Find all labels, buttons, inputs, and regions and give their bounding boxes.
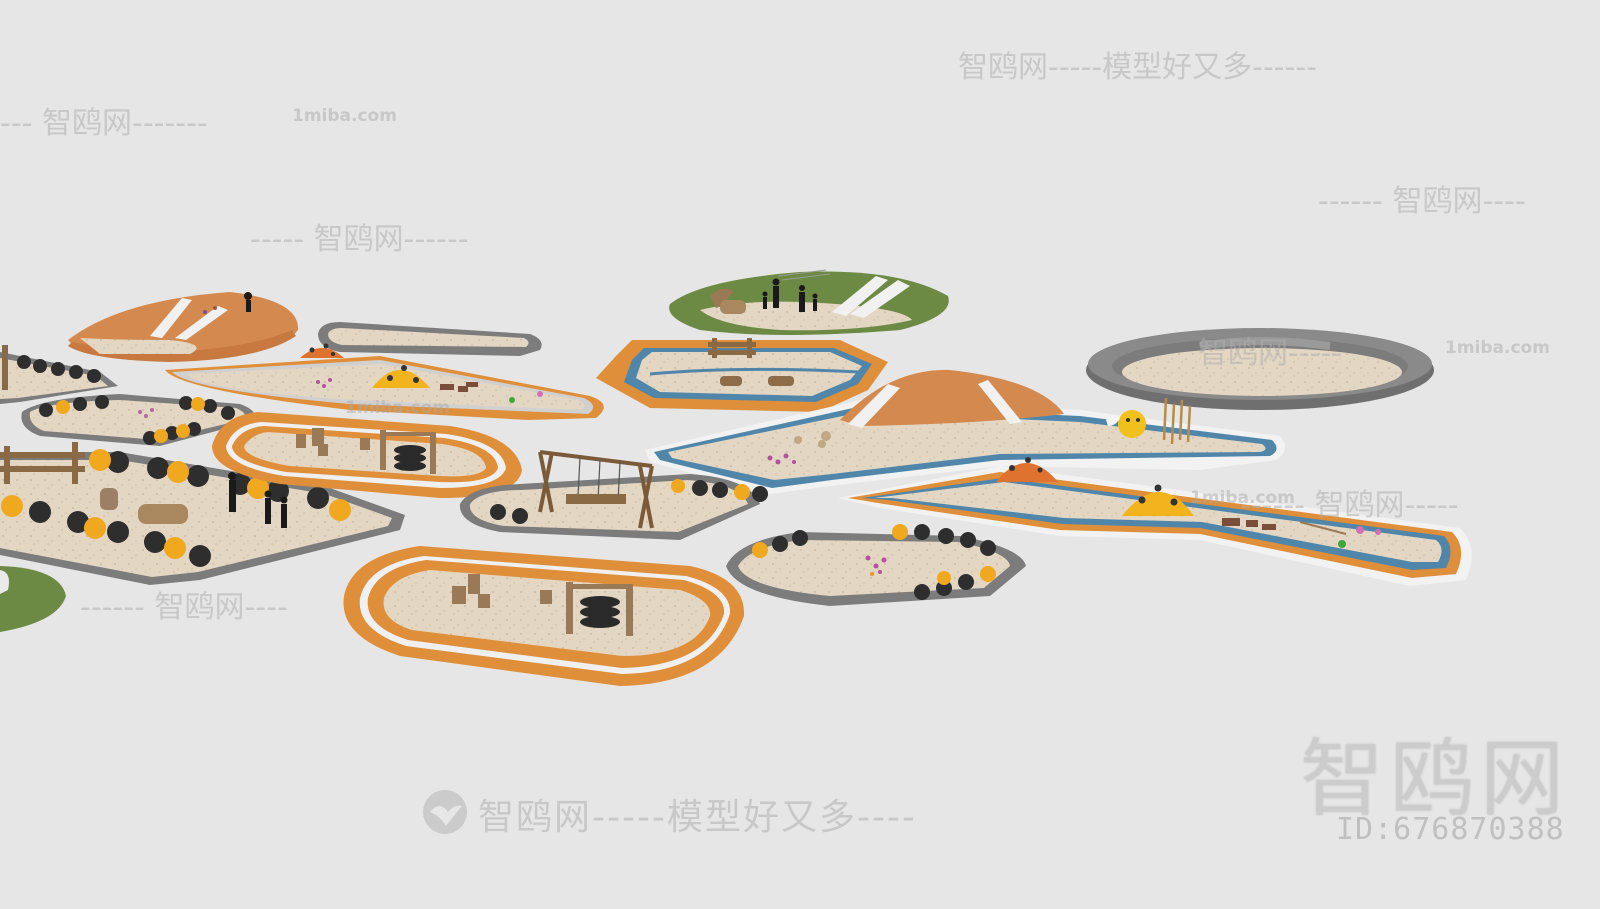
stump-track-upper (212, 412, 522, 498)
watermark-bottom-left: ------ 智鸥网---- (80, 590, 288, 625)
watermark-top-center: 智鸥网-----模型好又多------ (958, 50, 1318, 85)
center-blue-strip (645, 369, 1286, 494)
ladybug-strip-right (838, 457, 1472, 586)
left-tire-pad-1 (0, 345, 118, 404)
watermark-mid-left: ----- 智鸥网------ (250, 222, 469, 257)
watermark-right-upper: ------ 智鸥网---- (1318, 184, 1526, 219)
watermark-top-left: --- 智鸥网------- (0, 106, 208, 141)
watermark-center-right: 智鸥网----- (1198, 336, 1343, 371)
watermark-bottom-center: 智鸥网-----模型好又多---- (478, 797, 917, 838)
swing-pad (459, 450, 768, 540)
gull-logo-icon (423, 790, 467, 834)
stump-track-lower (343, 546, 745, 686)
grass-slide-island (669, 269, 949, 335)
left-tire-pad-2 (21, 394, 255, 446)
watermark-id: ID:676870388 (1336, 812, 1565, 847)
empty-rubber-tray (318, 322, 542, 356)
watermark-center-right-site: 1miba.com (1445, 338, 1550, 358)
slide-mound-left (68, 292, 299, 362)
left-grass-corner (0, 566, 66, 632)
ladybug-strip (165, 343, 604, 420)
octagon-log-pad (596, 338, 888, 412)
watermark-top-left-site: 1miba.com (292, 106, 397, 126)
ring-sandpit (1086, 328, 1434, 410)
watermark-center-band: 1miba.com (345, 398, 450, 418)
right-tire-pad (726, 524, 1026, 606)
watermark-right-mid-site: 1miba.com (1190, 488, 1295, 508)
watermark-logo-big: 智鸥网 (1300, 730, 1571, 828)
watermark-right-mid: ------ 智鸥网----- (1240, 488, 1459, 523)
